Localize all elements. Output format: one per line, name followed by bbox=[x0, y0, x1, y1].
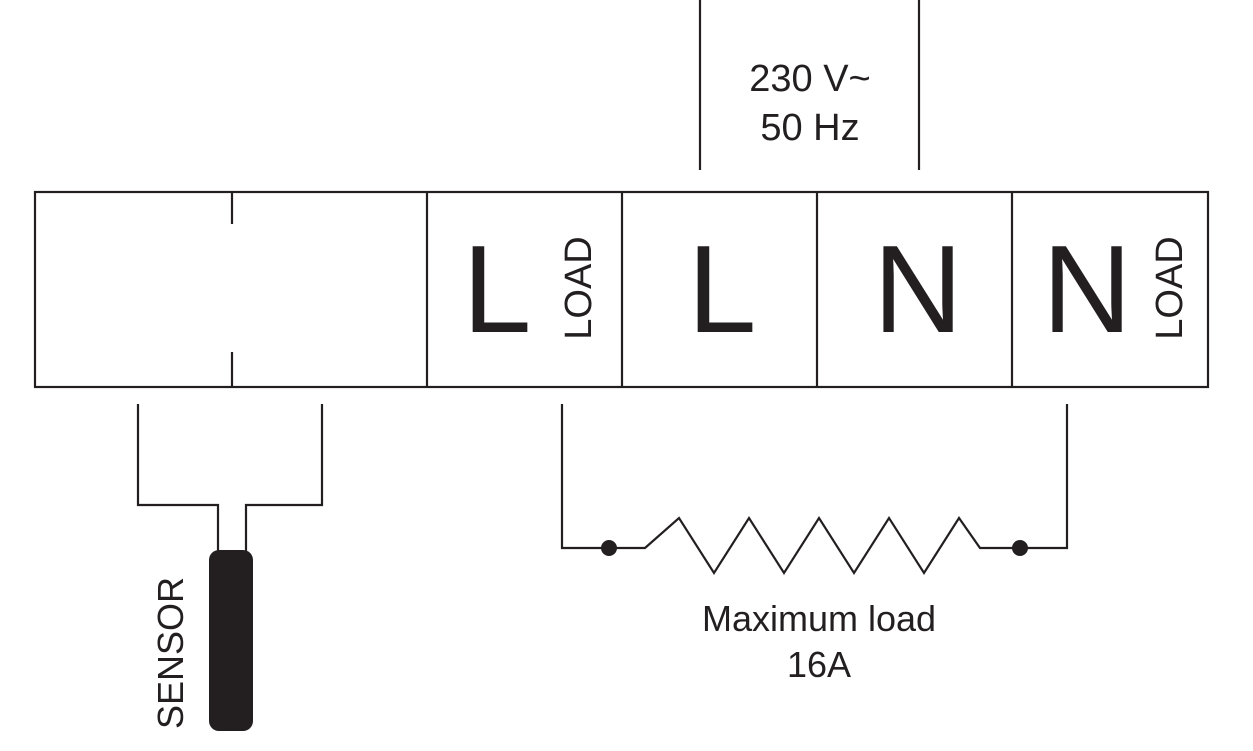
sensor-probe bbox=[209, 550, 253, 731]
terminal-load-live-side-label: LOAD bbox=[558, 236, 600, 339]
max-load-label: Maximum load bbox=[702, 598, 936, 639]
sensor-wire-right bbox=[244, 404, 324, 552]
terminal-load-live-letter: L bbox=[463, 221, 532, 359]
load-wire-left bbox=[560, 404, 609, 550]
sensor-label: SENSOR bbox=[150, 577, 191, 729]
terminal-load-neutral-side-label: LOAD bbox=[1149, 236, 1191, 339]
supply-voltage-label: 230 V~ bbox=[749, 58, 871, 100]
load-wire-right bbox=[1020, 404, 1069, 550]
supply-frequency-label: 50 Hz bbox=[760, 107, 859, 149]
sensor-wire-left bbox=[136, 404, 220, 552]
resistor-symbol bbox=[609, 515, 1020, 576]
max-load-current: 16A bbox=[787, 644, 851, 685]
terminal-load-neutral-letter: N bbox=[1042, 221, 1132, 359]
terminal-live-letter: L bbox=[688, 221, 757, 359]
terminal-neutral-letter: N bbox=[873, 221, 963, 359]
